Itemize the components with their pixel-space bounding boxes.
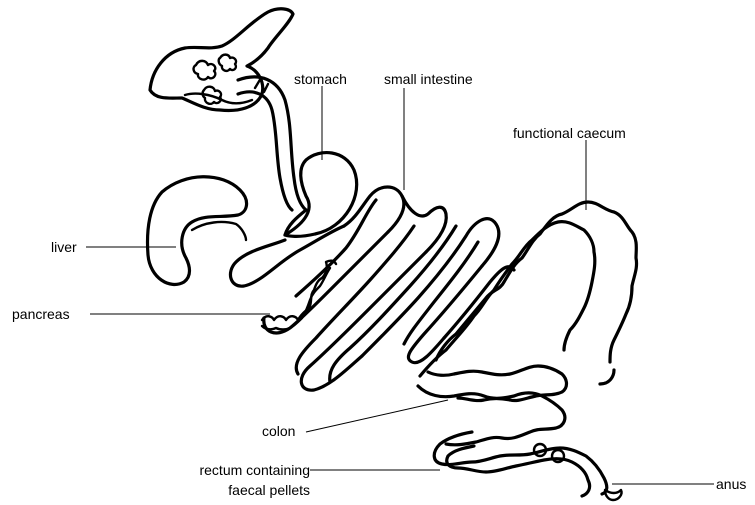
label-rectum-line1: rectum containing — [150, 462, 310, 478]
label-colon: colon — [262, 423, 295, 439]
label-liver: liver — [51, 239, 77, 255]
label-anus: anus — [716, 476, 746, 492]
label-pancreas: pancreas — [12, 306, 70, 322]
label-stomach: stomach — [294, 71, 347, 87]
small-intestine-shape — [230, 187, 514, 390]
rectum-shape — [434, 432, 621, 500]
rabbit-head — [150, 9, 293, 111]
colon-shape — [418, 366, 614, 445]
caecum-shape — [420, 202, 637, 376]
label-small-intestine: small intestine — [384, 71, 473, 87]
label-functional-caecum: functional caecum — [513, 125, 626, 141]
label-rectum-line2: faecal pellets — [150, 482, 310, 498]
colon-leader — [306, 400, 448, 432]
